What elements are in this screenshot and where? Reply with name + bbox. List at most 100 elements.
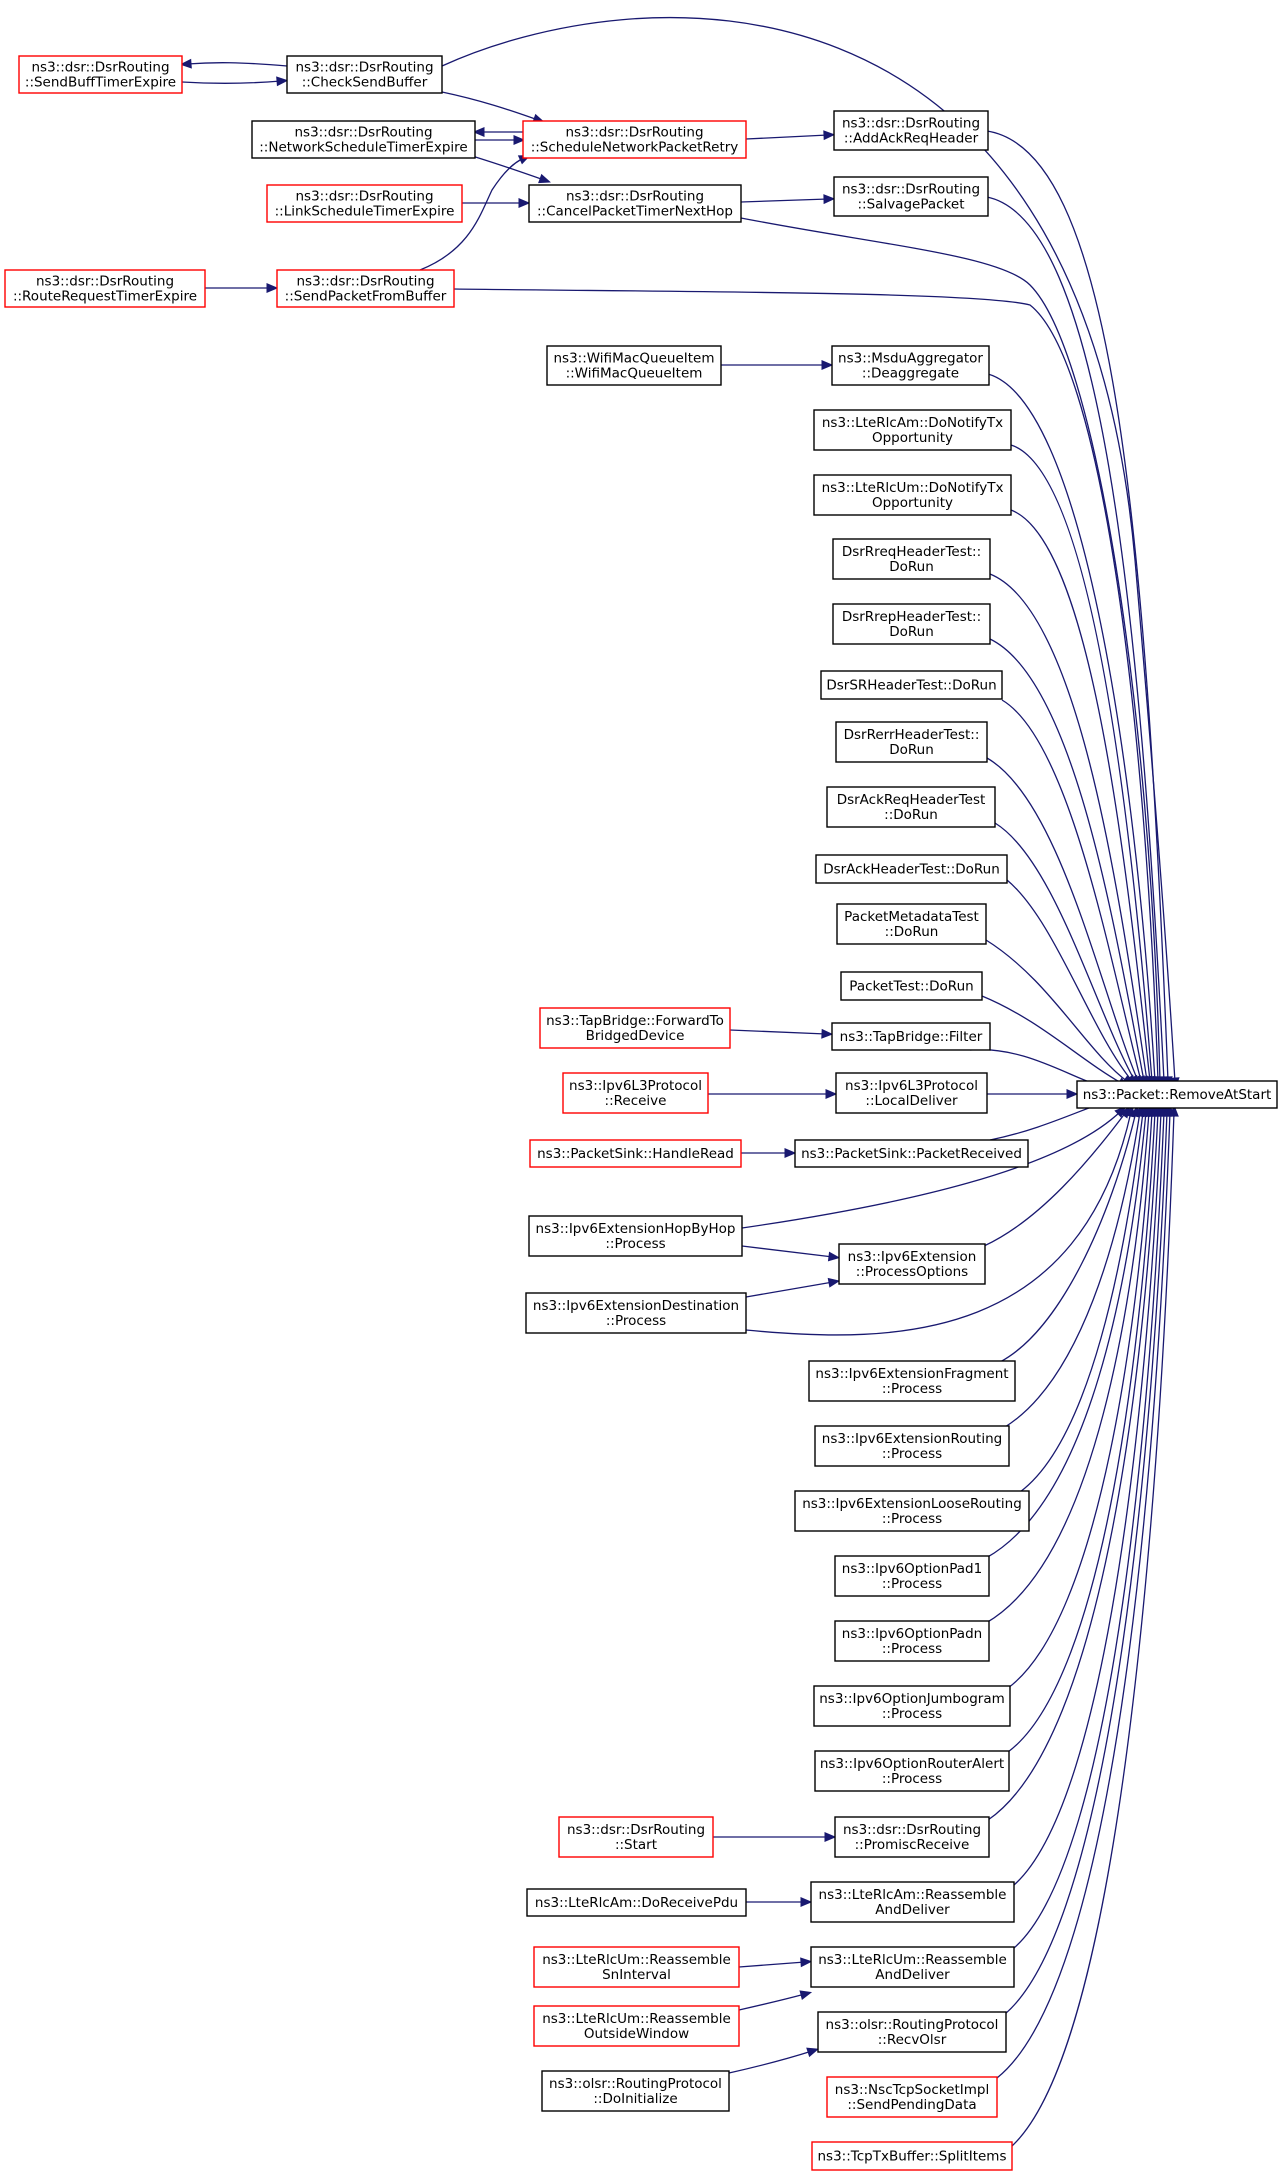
node-dsrRerrTest[interactable]: DsrRerrHeaderTest::DoRun bbox=[835, 721, 988, 763]
node-dsrRrepTest[interactable]: DsrRrepHeaderTest::DoRun bbox=[832, 603, 991, 645]
node-dsrAckTest[interactable]: DsrAckHeaderTest::DoRun bbox=[815, 854, 1008, 884]
node-label: ::LocalDeliver bbox=[865, 1093, 958, 1109]
arrow-head-icon bbox=[821, 1028, 834, 1039]
node-label: ::SendPendingData bbox=[847, 2097, 976, 2113]
node-ipv6L3Receive[interactable]: ns3::Ipv6L3Protocol::Receive bbox=[562, 1072, 709, 1114]
node-ipv6ExtLooseRouting[interactable]: ns3::Ipv6ExtensionLooseRouting::Process bbox=[794, 1490, 1030, 1532]
node-dsrStart[interactable]: ns3::dsr::DsrRouting::Start bbox=[558, 1816, 714, 1858]
arrow-head-icon bbox=[823, 194, 836, 205]
node-packetMetadataTest[interactable]: PacketMetadataTest::DoRun bbox=[836, 903, 987, 945]
node-cancelPacketTimerNextHop[interactable]: ns3::dsr::DsrRouting::CancelPacketTimerN… bbox=[528, 184, 742, 223]
node-ipv6ExtDestination[interactable]: ns3::Ipv6ExtensionDestination::Process bbox=[525, 1292, 747, 1334]
call-edge bbox=[986, 196, 1165, 1082]
node-ipv6OptPadn[interactable]: ns3::Ipv6OptionPadn::Process bbox=[834, 1620, 990, 1662]
node-box bbox=[813, 474, 1012, 516]
node-box bbox=[539, 1007, 731, 1049]
node-lteRlcAmDoReceivePdu[interactable]: ns3::LteRlcAm::DoReceivePdu bbox=[526, 1888, 747, 1917]
node-ipv6ExtFragment[interactable]: ns3::Ipv6ExtensionFragment::Process bbox=[808, 1360, 1016, 1402]
node-box bbox=[1076, 1080, 1278, 1109]
node-box bbox=[810, 1881, 1015, 1923]
node-addAckReqHeader[interactable]: ns3::dsr::DsrRouting::AddAckReqHeader bbox=[833, 110, 989, 151]
node-nscSendPendingData[interactable]: ns3::NscTcpSocketImpl::SendPendingData bbox=[826, 2076, 998, 2118]
node-packetSinkPacketReceived[interactable]: ns3::PacketSink::PacketReceived bbox=[794, 1139, 1029, 1168]
node-label: SnInterval bbox=[602, 1967, 671, 1983]
node-removeAtStart[interactable]: ns3::Packet::RemoveAtStart bbox=[1076, 1080, 1278, 1109]
node-label: DsrAckHeaderTest::DoRun bbox=[823, 862, 1000, 878]
node-ipv6ExtProcessOptions[interactable]: ns3::Ipv6Extension::ProcessOptions bbox=[838, 1243, 986, 1285]
arrow-head-icon bbox=[518, 198, 531, 208]
node-scheduleNetworkPacketRetry[interactable]: ns3::dsr::DsrRouting::ScheduleNetworkPac… bbox=[522, 120, 747, 159]
node-wifiMacQueueItem[interactable]: ns3::WifiMacQueueItem::WifiMacQueueItem bbox=[546, 345, 722, 386]
node-dsrPromiscReceive[interactable]: ns3::dsr::DsrRouting::PromiscReceive bbox=[834, 1816, 990, 1858]
call-edge bbox=[987, 1111, 1159, 1821]
node-box bbox=[525, 1292, 747, 1334]
node-ipv6L3LocalDeliver[interactable]: ns3::Ipv6L3Protocol::LocalDeliver bbox=[835, 1072, 988, 1114]
call-edge bbox=[1004, 1111, 1168, 2015]
node-sendBuffTimerExpire[interactable]: ns3::dsr::DsrRouting::SendBuffTimerExpir… bbox=[18, 55, 183, 94]
call-edge bbox=[186, 62, 288, 67]
node-label: DoRun bbox=[889, 624, 934, 640]
node-label: DoRun bbox=[889, 559, 934, 575]
node-box bbox=[826, 786, 996, 828]
node-label: ns3::Packet::RemoveAtStart bbox=[1083, 1087, 1272, 1103]
call-edge bbox=[1007, 1111, 1153, 1689]
node-label: ns3::olsr::RoutingProtocol bbox=[826, 2017, 999, 2033]
arrow-head-icon bbox=[800, 1897, 813, 1907]
node-ipv6ExtRouting[interactable]: ns3::Ipv6ExtensionRouting::Process bbox=[814, 1425, 1010, 1467]
node-ipv6OptJumbogram[interactable]: ns3::Ipv6OptionJumbogram::Process bbox=[813, 1685, 1011, 1727]
node-checkSendBuffer[interactable]: ns3::dsr::DsrRouting::CheckSendBuffer bbox=[286, 55, 443, 94]
node-label: ns3::Ipv6OptionPad1 bbox=[842, 1561, 982, 1577]
arrow-head-icon bbox=[800, 1957, 813, 1968]
node-ipv6OptPad1[interactable]: ns3::Ipv6OptionPad1::Process bbox=[834, 1555, 990, 1597]
node-box bbox=[815, 854, 1008, 884]
call-edge bbox=[740, 217, 1161, 1082]
node-packetTest[interactable]: PacketTest::DoRun bbox=[840, 971, 983, 1001]
node-box bbox=[558, 1816, 714, 1858]
node-networkScheduleTimerExpire[interactable]: ns3::dsr::DsrRouting::NetworkScheduleTim… bbox=[251, 120, 476, 159]
node-olsrDoInitialize[interactable]: ns3::olsr::RoutingProtocol::DoInitialize bbox=[541, 2070, 730, 2112]
node-label: ::DoRun bbox=[885, 924, 939, 940]
call-edge bbox=[994, 822, 1136, 1082]
node-label: ns3::Ipv6OptionJumbogram bbox=[819, 1691, 1005, 1707]
node-box bbox=[840, 971, 983, 1001]
arrow-head-icon bbox=[179, 58, 192, 69]
call-edge bbox=[745, 134, 829, 140]
node-tapBridgeFilter[interactable]: ns3::TapBridge::Filter bbox=[831, 1022, 991, 1051]
node-dsrSRTest[interactable]: DsrSRHeaderTest::DoRun bbox=[820, 670, 1003, 700]
node-box bbox=[814, 1750, 1010, 1792]
node-box bbox=[522, 120, 747, 159]
node-label: ::Process bbox=[882, 1511, 942, 1527]
node-ipv6ExtHopByHop[interactable]: ns3::Ipv6ExtensionHopByHop::Process bbox=[528, 1215, 743, 1257]
node-sendPacketFromBuffer[interactable]: ns3::dsr::DsrRouting::SendPacketFromBuff… bbox=[276, 269, 455, 308]
node-dsrAckReqTest[interactable]: DsrAckReqHeaderTest::DoRun bbox=[826, 786, 996, 828]
node-routeRequestTimerExpire[interactable]: ns3::dsr::DsrRouting::RouteRequestTimerE… bbox=[4, 269, 206, 308]
node-olsrRecvOlsr[interactable]: ns3::olsr::RoutingProtocol::RecvOlsr bbox=[817, 2011, 1007, 2053]
node-label: ns3::LteRlcUm::Reassemble bbox=[542, 2011, 731, 2027]
node-linkScheduleTimerExpire[interactable]: ns3::dsr::DsrRouting::LinkScheduleTimerE… bbox=[266, 184, 463, 223]
node-deaggregate[interactable]: ns3::MsduAggregator::Deaggregate bbox=[831, 345, 990, 386]
node-label: ns3::PacketSink::PacketReceived bbox=[801, 1146, 1022, 1162]
function-nodes: ns3::Packet::RemoveAtStartns3::dsr::DsrR… bbox=[4, 55, 1278, 2171]
node-ipv6OptRouterAlert[interactable]: ns3::Ipv6OptionRouterAlert::Process bbox=[814, 1750, 1010, 1792]
node-label: ::DoRun bbox=[884, 807, 938, 823]
node-box bbox=[835, 1072, 988, 1114]
node-label: ns3::dsr::DsrRouting bbox=[567, 1822, 705, 1838]
node-label: ns3::dsr::DsrRouting bbox=[296, 274, 434, 290]
node-label: OutsideWindow bbox=[584, 2026, 689, 2042]
node-packetSinkHandleRead[interactable]: ns3::PacketSink::HandleRead bbox=[529, 1139, 742, 1168]
node-label: ns3::dsr::DsrRouting bbox=[843, 1822, 981, 1838]
node-label: ::AddAckReqHeader bbox=[844, 131, 979, 147]
node-salvagePacket[interactable]: ns3::dsr::DsrRouting::SalvagePacket bbox=[833, 176, 989, 217]
call-edge bbox=[986, 757, 1139, 1082]
node-dsrRreqTest[interactable]: DsrRreqHeaderTest::DoRun bbox=[832, 538, 991, 580]
node-label: ns3::dsr::DsrRouting bbox=[36, 274, 174, 290]
node-tcpTxSplitItems[interactable]: ns3::TcpTxBuffer::SplitItems bbox=[811, 2141, 1013, 2171]
